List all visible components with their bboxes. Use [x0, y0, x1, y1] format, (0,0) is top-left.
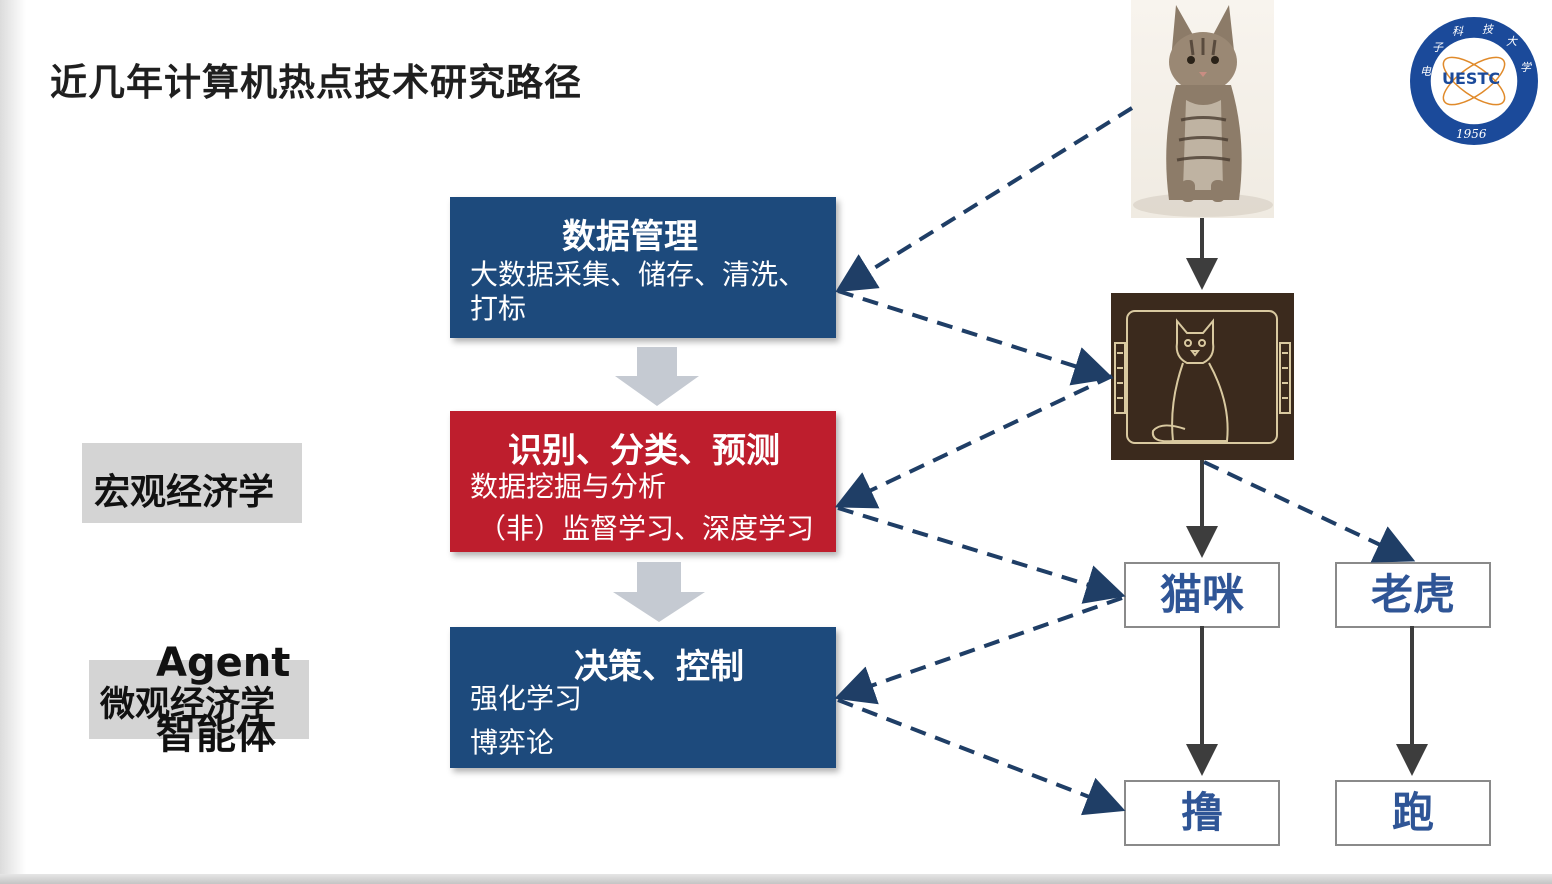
recognition-to-cat-dash: [837, 506, 1126, 604]
bottom-bar: [0, 874, 1552, 884]
output-run-box: 跑: [1335, 780, 1491, 846]
slide-title: 近几年计算机热点技术研究路径: [50, 61, 582, 104]
down-arrow-2: [613, 562, 705, 622]
svg-text:学: 学: [1520, 61, 1533, 74]
output-pet-box: 撸: [1124, 780, 1280, 846]
left-edge-shade: [0, 0, 26, 884]
logo-text: UESTC: [1442, 69, 1501, 88]
output-tiger-box: 老虎: [1335, 562, 1491, 628]
agent-overlap-labels: Agent 微观经济学 智能体: [98, 640, 318, 758]
svg-text:科: 科: [1452, 25, 1464, 38]
cat-photo-drawing: [1133, 5, 1273, 217]
svg-text:电: 电: [1420, 65, 1432, 78]
recognition-title: 识别、分类、预测: [508, 431, 780, 471]
down-arrow-1: [615, 347, 699, 406]
decision-box: 决策、控制 强化学习 博弈论: [450, 627, 836, 768]
decision-line2: 博弈论: [470, 726, 555, 759]
agent-cn-label: 智能体: [156, 712, 276, 758]
decision-to-pet-dash: [837, 698, 1126, 816]
cat-to-decision-dash: [834, 596, 1123, 705]
decision-title: 决策、控制: [574, 647, 744, 687]
cat-recognition-icon: [1111, 293, 1294, 460]
data-management-line1: 大数据采集、储存、清洗、: [470, 258, 807, 291]
data-management-line2: 打标: [470, 292, 527, 325]
decision-line1: 强化学习: [470, 682, 583, 715]
cat-photo: [1131, 0, 1274, 218]
uestc-logo: 电子科 技大学 UESTC 1956: [1408, 15, 1540, 147]
cat-recognition-drawing: [1114, 310, 1291, 444]
agent-label: Agent: [156, 640, 291, 686]
recognition-box: 识别、分类、预测 数据挖掘与分析 （非）监督学习、深度学习: [450, 411, 836, 552]
macroeconomics-label-box: 宏观经济学: [82, 443, 302, 523]
logo-year: 1956: [1456, 127, 1487, 141]
macroeconomics-label: 宏观经济学: [94, 472, 275, 513]
microeconomics-label: 微观经济学: [100, 685, 276, 725]
recognition-line1: 数据挖掘与分析: [470, 470, 667, 503]
data-management-box: 数据管理 大数据采集、储存、清洗、 打标: [450, 197, 836, 338]
svg-text:子: 子: [1432, 41, 1444, 54]
icon-to-tiger-dash: [1203, 460, 1416, 563]
recognition-line2: （非）监督学习、深度学习: [478, 512, 815, 545]
svg-text:技: 技: [1482, 23, 1495, 36]
microeconomics-label-box: [89, 660, 309, 739]
data-management-title: 数据管理: [562, 217, 698, 257]
svg-text:大: 大: [1506, 35, 1518, 48]
photo-to-datamgmt-dash: [835, 106, 1134, 293]
datamgmt-to-icon-dash: [837, 289, 1114, 386]
icon-to-recognition-dash: [834, 374, 1113, 509]
uestc-logo-drawing: 电子科 技大学: [1410, 17, 1538, 145]
